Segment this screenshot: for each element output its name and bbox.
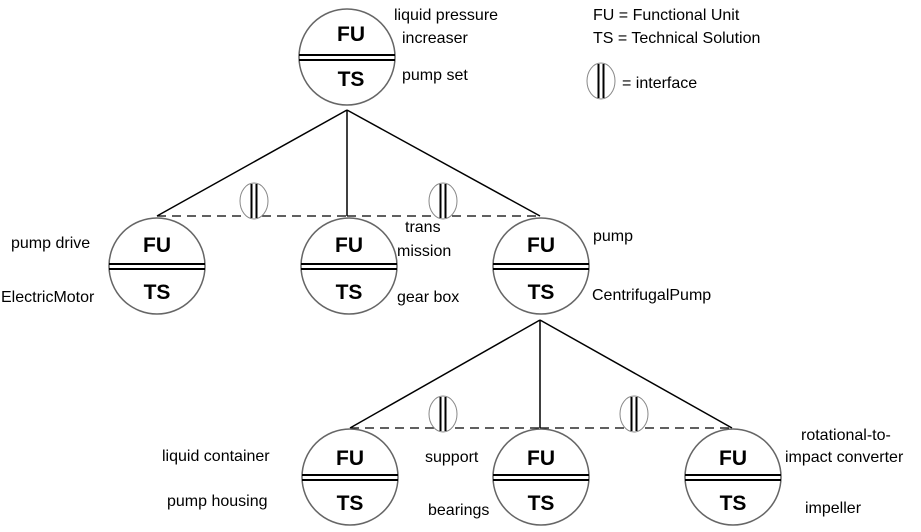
edge-pump-converter <box>539 319 733 429</box>
node-pump-fu: FU <box>527 234 555 257</box>
interface-symbol-support-converter <box>619 395 649 433</box>
node-support-fu: FU <box>527 447 555 470</box>
node-drive: FU TS <box>108 217 206 315</box>
node-root-ts: TS <box>338 68 365 91</box>
drive-function-label: pump drive <box>11 235 90 252</box>
node-container-fu: FU <box>336 447 364 470</box>
node-trans: FU TS <box>300 217 398 315</box>
root-function-line-2: increaser <box>402 30 468 47</box>
tree-edges <box>156 109 733 429</box>
container-solution-label: pump housing <box>167 493 268 510</box>
node-support-ts: TS <box>528 492 555 515</box>
interface-symbol-trans-pump <box>428 182 458 220</box>
node-drive-fu: FU <box>143 234 171 257</box>
node-trans-ts: TS <box>336 281 363 304</box>
interface-symbol-legend <box>586 62 616 100</box>
edge-root-drive <box>156 109 348 217</box>
node-support: FU TS <box>492 428 590 526</box>
root-function-line-1: liquid pressure <box>394 7 498 24</box>
node-pump-ts: TS <box>528 281 555 304</box>
trans-function-line-2: mission <box>397 243 451 260</box>
edge-pump-container <box>349 319 541 429</box>
trans-function-line-1: trans <box>405 219 441 236</box>
legend-interface-definition: = interface <box>622 75 697 92</box>
legend-fu-definition: FU = Functional Unit <box>593 7 740 24</box>
node-container-ts: TS <box>337 492 364 515</box>
node-root: FU TS <box>298 8 396 106</box>
interface-symbol-drive-trans <box>239 182 269 220</box>
node-converter: FU TS <box>684 428 782 526</box>
root-solution-label: pump set <box>402 67 468 84</box>
pump-solution-label: CentrifugalPump <box>592 287 711 304</box>
trans-solution-label: gear box <box>397 289 459 306</box>
support-solution-label: bearings <box>428 502 489 519</box>
node-container: FU TS <box>301 428 399 526</box>
drive-solution-label: ElectricMotor <box>1 289 95 306</box>
pump-function-label: pump <box>593 228 633 245</box>
support-function-label: support <box>425 449 479 466</box>
legend-ts-definition: TS = Technical Solution <box>593 30 760 47</box>
converter-solution-label: impeller <box>805 500 862 517</box>
node-pump: FU TS <box>492 217 590 315</box>
node-trans-fu: FU <box>335 234 363 257</box>
converter-function-line-2: impact converter <box>785 449 904 466</box>
interface-symbol-container-support <box>428 395 458 433</box>
node-converter-fu: FU <box>719 447 747 470</box>
converter-function-line-1: rotational-to- <box>801 427 891 444</box>
node-root-fu: FU <box>337 23 365 46</box>
node-drive-ts: TS <box>144 281 171 304</box>
edge-root-pump <box>346 109 541 217</box>
node-converter-ts: TS <box>720 492 747 515</box>
container-function-label: liquid container <box>162 448 270 465</box>
